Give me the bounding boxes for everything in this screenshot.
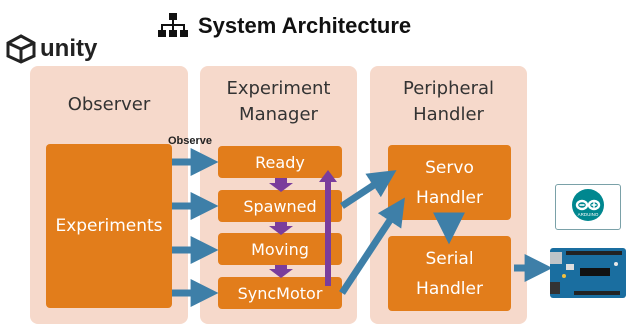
arrow-spawned-to-servo <box>340 170 397 209</box>
unity-logo: unity <box>6 30 104 68</box>
servo-command-arrows <box>339 170 405 295</box>
state-label-syncmotor: SyncMotor <box>237 283 323 303</box>
arrow-spawned-to-moving <box>269 222 293 235</box>
arduino-logo-text: ARDUINO <box>578 212 599 217</box>
title-block: System Architecture <box>158 12 411 40</box>
state-label-moving: Moving <box>251 239 309 259</box>
experiment-manager-label-line1: Experiment <box>226 78 331 99</box>
state-box-ready: Ready <box>218 146 342 178</box>
servo-handler-line1: Servo <box>425 157 474 178</box>
arrow-syncmotor-to-ready-shaft <box>325 180 331 286</box>
experiments-box: Experiments <box>46 144 172 308</box>
state-label-spawned: Spawned <box>243 196 317 216</box>
peripheral-handler-label-line2: Handler <box>413 104 484 125</box>
arrow-moving-to-syncmotor <box>269 265 293 278</box>
arduino-board-icon <box>550 248 626 298</box>
diagram-title: System Architecture <box>198 13 412 38</box>
observe-label: Observe <box>168 135 213 147</box>
state-box-spawned: Spawned <box>218 190 342 222</box>
state-transition-arrows <box>269 170 337 286</box>
arrow-ready-to-spawned <box>269 178 293 192</box>
arduino-infinity-icon: ARDUINO <box>572 189 604 221</box>
arduino-board-image <box>550 246 626 300</box>
unity-logo-text: unity <box>40 35 98 62</box>
serial-handler-line1: Serial <box>425 248 474 269</box>
observe-arrows <box>172 148 219 307</box>
observer-label: Observer <box>67 94 151 115</box>
arrow-syncmotor-to-ready-head <box>319 170 337 182</box>
peripheral-handler-label-line1: Peripheral <box>402 78 495 99</box>
servo-handler-box: Servo Handler <box>388 145 511 220</box>
state-box-moving: Moving <box>218 233 342 265</box>
serial-handler-line2: Handler <box>416 278 483 299</box>
state-box-syncmotor: SyncMotor <box>218 277 342 309</box>
experiment-manager-label: Experiment Manager <box>200 76 357 128</box>
serial-handler-box: Serial Handler <box>388 236 511 311</box>
experiments-label: Experiments <box>55 216 163 236</box>
experiment-manager-label-line2: Manager <box>239 104 318 125</box>
servo-handler-line2: Handler <box>416 187 483 208</box>
arrow-syncmotor-to-servo <box>339 197 405 295</box>
state-label-ready: Ready <box>255 152 305 172</box>
peripheral-handler-label: Peripheral Handler <box>370 76 527 128</box>
unity-cube-icon <box>6 34 36 64</box>
arduino-logo: ARDUINO <box>555 184 621 230</box>
hierarchy-icon <box>158 13 188 37</box>
